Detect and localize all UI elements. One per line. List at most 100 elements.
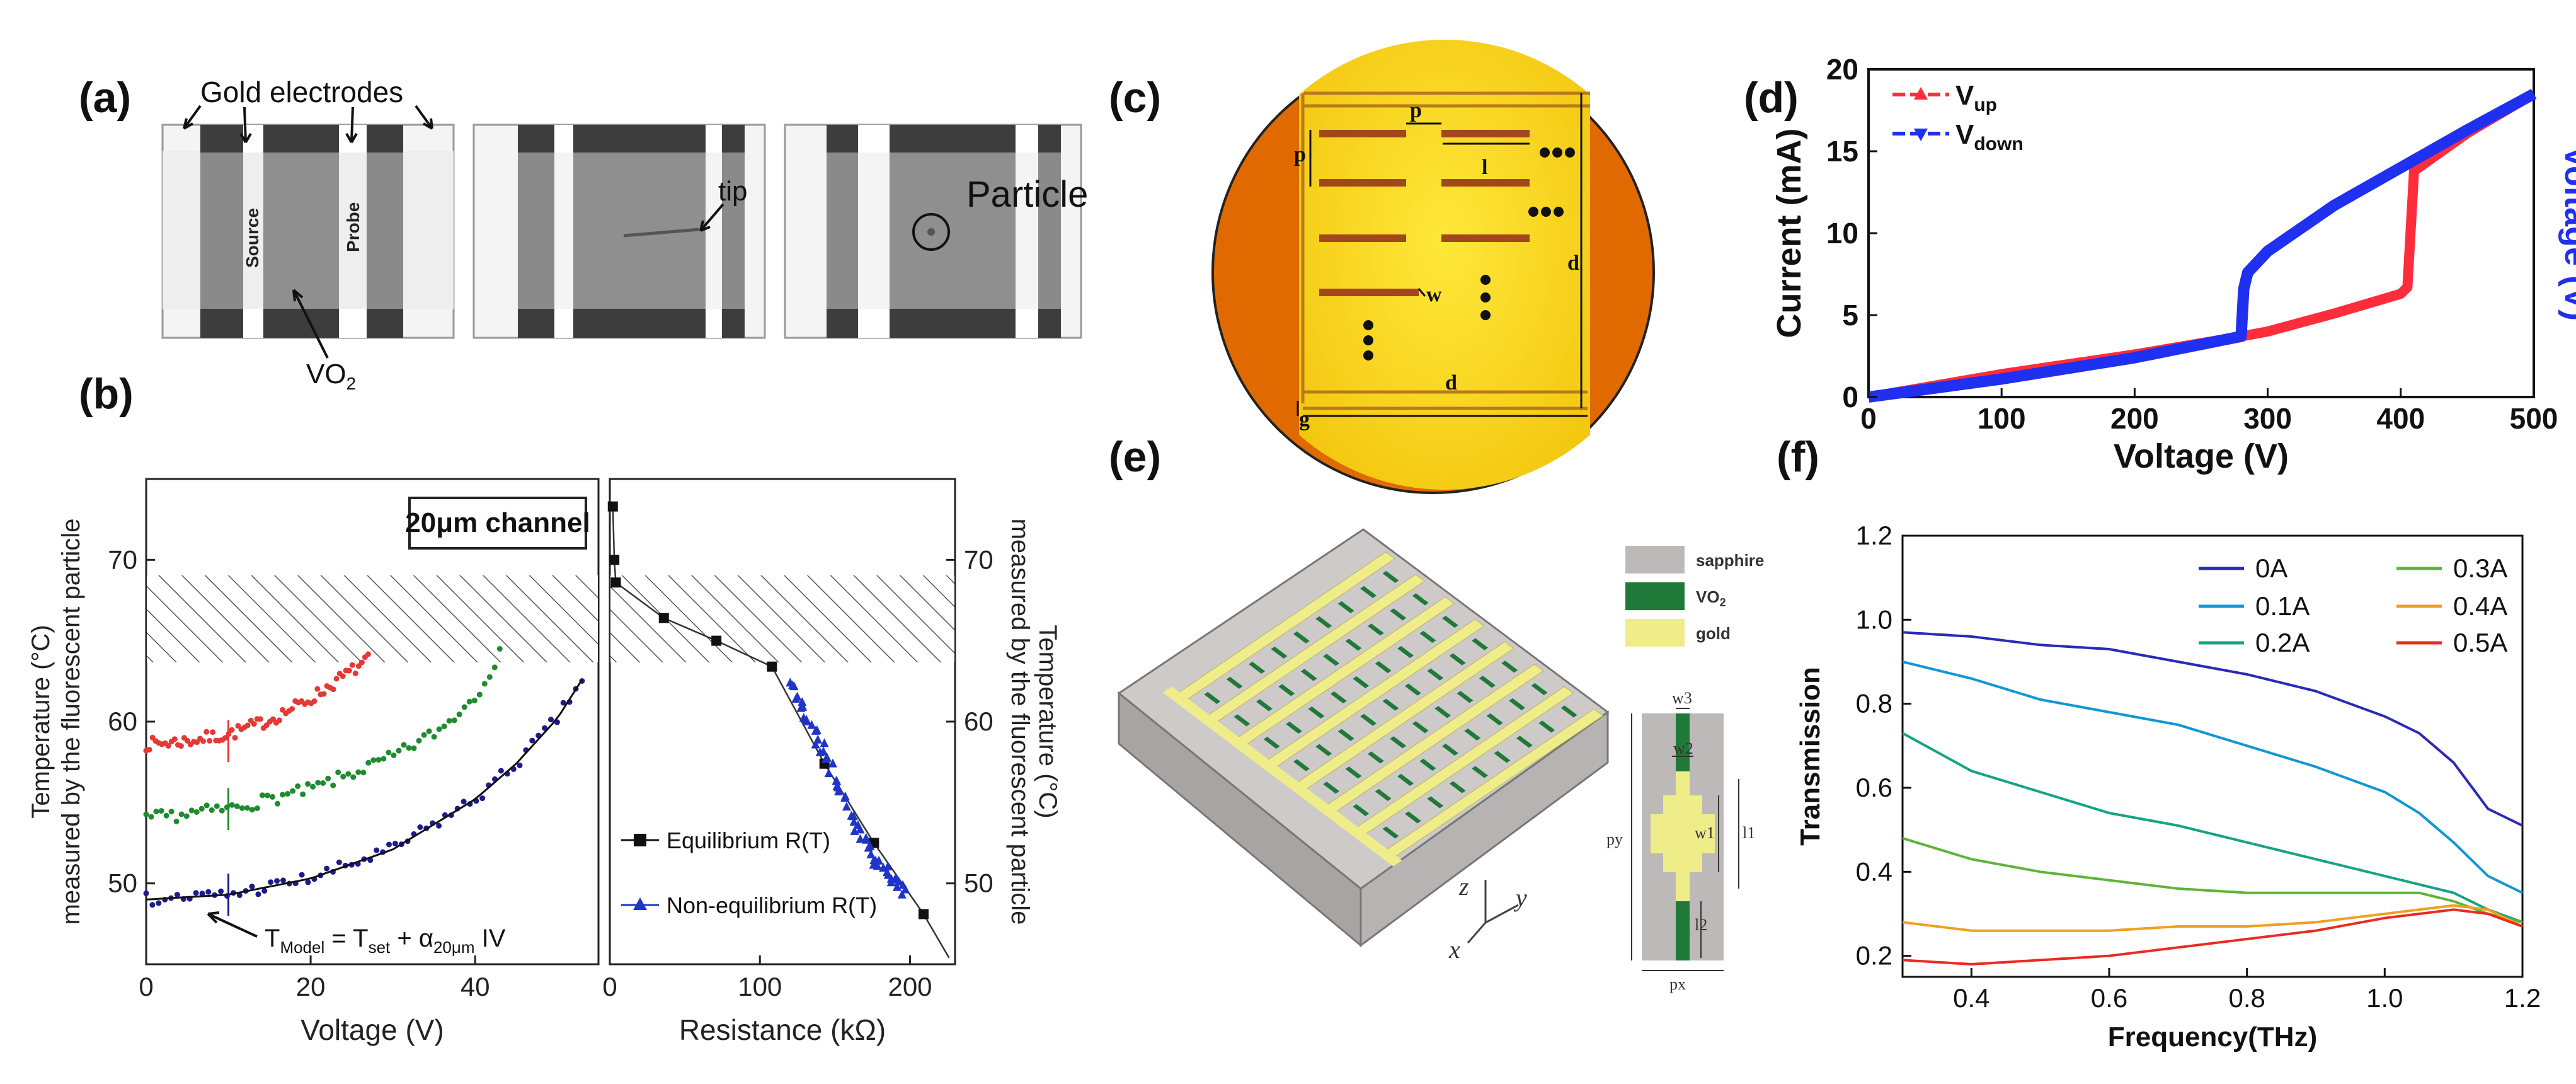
vo2-segment: [1315, 744, 1332, 756]
data-point: [168, 809, 175, 815]
nonequilibrium-point: [883, 862, 893, 871]
legend-sapphire: sapphire: [1696, 551, 1764, 570]
series-line: [1867, 89, 2537, 403]
probe-label: Probe: [343, 202, 363, 252]
b-right-legend: Equilibrium R(T) Non-equilibrium R(T): [621, 827, 877, 918]
legend-label: 0A: [2255, 553, 2287, 583]
b-right-marks: [607, 501, 950, 959]
data-point: [355, 769, 362, 775]
data-point: [178, 811, 185, 817]
data-point: [446, 718, 452, 724]
nonequilibrium-point: [897, 889, 907, 899]
data-point: [436, 822, 442, 829]
vo2-segment: [1293, 631, 1310, 643]
nonequilibrium-point: [811, 739, 820, 749]
equilibrium-point: [607, 501, 618, 512]
y-axis-label-line1: Temperature (°C): [27, 625, 55, 818]
dim-py: py: [1606, 830, 1623, 848]
data-point: [370, 757, 377, 763]
data-point: [249, 884, 255, 890]
axis-y: y: [1513, 884, 1527, 912]
data-point: [209, 807, 215, 813]
series-line: [1902, 904, 2523, 932]
data-point: [441, 724, 447, 730]
vo2-segment: [1234, 714, 1251, 727]
data-point: [280, 792, 285, 798]
legend-label: 0.1A: [2255, 591, 2310, 621]
resonator-bars: [1319, 130, 1530, 296]
data-point: [289, 706, 295, 712]
metamaterial-array: [1162, 551, 1604, 867]
d-legend: Vup Vdown: [1892, 80, 2024, 154]
particle-label: Particle: [966, 174, 1088, 215]
dim-l1: l1: [1743, 824, 1755, 842]
vo2-segment: [1397, 773, 1414, 786]
data-point: [417, 824, 423, 830]
x-tick-label: 0.6: [2091, 983, 2127, 1013]
data-point: [183, 813, 190, 819]
data-point: [310, 783, 316, 790]
dim-px: px: [1669, 975, 1686, 993]
data-point: [305, 879, 311, 885]
data-point: [236, 892, 243, 898]
data-point: [426, 728, 432, 734]
vo2-segment: [1330, 691, 1347, 704]
data-point: [461, 799, 467, 805]
xyz-axes: [1467, 880, 1519, 943]
data-point: [386, 841, 392, 848]
equilibrium-point: [610, 577, 621, 588]
nonequilibrium-point: [820, 738, 829, 747]
vo2-label: VO2: [306, 359, 356, 393]
channel-label-box: [408, 497, 587, 550]
x-axis-label: Resistance (kΩ): [679, 1013, 886, 1046]
data-point: [486, 674, 493, 680]
data-point: [165, 743, 171, 749]
panel-label-d: (d): [1744, 74, 1799, 122]
data-point: [336, 859, 342, 865]
data-point: [207, 737, 213, 744]
dim-w2: w2: [1673, 739, 1693, 758]
data-point: [560, 700, 566, 706]
x-tick-label: 200: [2110, 402, 2159, 435]
data-point: [335, 770, 341, 775]
vo2-segment: [1434, 706, 1451, 718]
panel-labels: (a) (b) (c) (d) (e) (f): [79, 74, 1819, 481]
vo2-segment: [1323, 654, 1340, 666]
vo2-segment: [1509, 698, 1526, 710]
x-axis-label: Frequency(THz): [2108, 1022, 2317, 1052]
series-line: [1902, 732, 2523, 924]
legend-label: 0.3A: [2453, 553, 2507, 583]
data-point: [270, 793, 275, 800]
vo2-segment: [1404, 811, 1421, 824]
y-tick-label: 70: [964, 545, 993, 574]
data-point: [305, 781, 311, 787]
dim-w: w: [1426, 283, 1442, 306]
series-line: [1902, 660, 2523, 894]
legend-vdown: Vdown: [1955, 119, 2024, 154]
b-left-marks: [143, 646, 585, 916]
vo2-segment: [1308, 706, 1325, 719]
x-tick-label: 0.4: [1953, 983, 1989, 1013]
y-tick-label: 0.2: [1856, 941, 1892, 971]
data-point: [174, 892, 180, 898]
data-point: [188, 807, 195, 814]
data-point: [173, 819, 180, 824]
legend-label: 0.4A: [2453, 591, 2507, 621]
data-point: [365, 651, 371, 657]
f-marks: [1902, 631, 2523, 966]
data-point: [517, 763, 523, 768]
nonequilibrium-point: [840, 791, 850, 800]
vo2-segment: [1204, 691, 1221, 704]
legend-nonequilibrium: Non-equilibrium R(T): [667, 892, 877, 918]
nonequilibrium-point: [819, 746, 828, 756]
vo2-segment: [1271, 646, 1288, 659]
data-point: [255, 891, 261, 897]
data-point: [244, 722, 251, 729]
panel-label-c: (c): [1109, 74, 1161, 122]
data-point: [198, 805, 205, 812]
micrograph-3: [784, 124, 1082, 339]
